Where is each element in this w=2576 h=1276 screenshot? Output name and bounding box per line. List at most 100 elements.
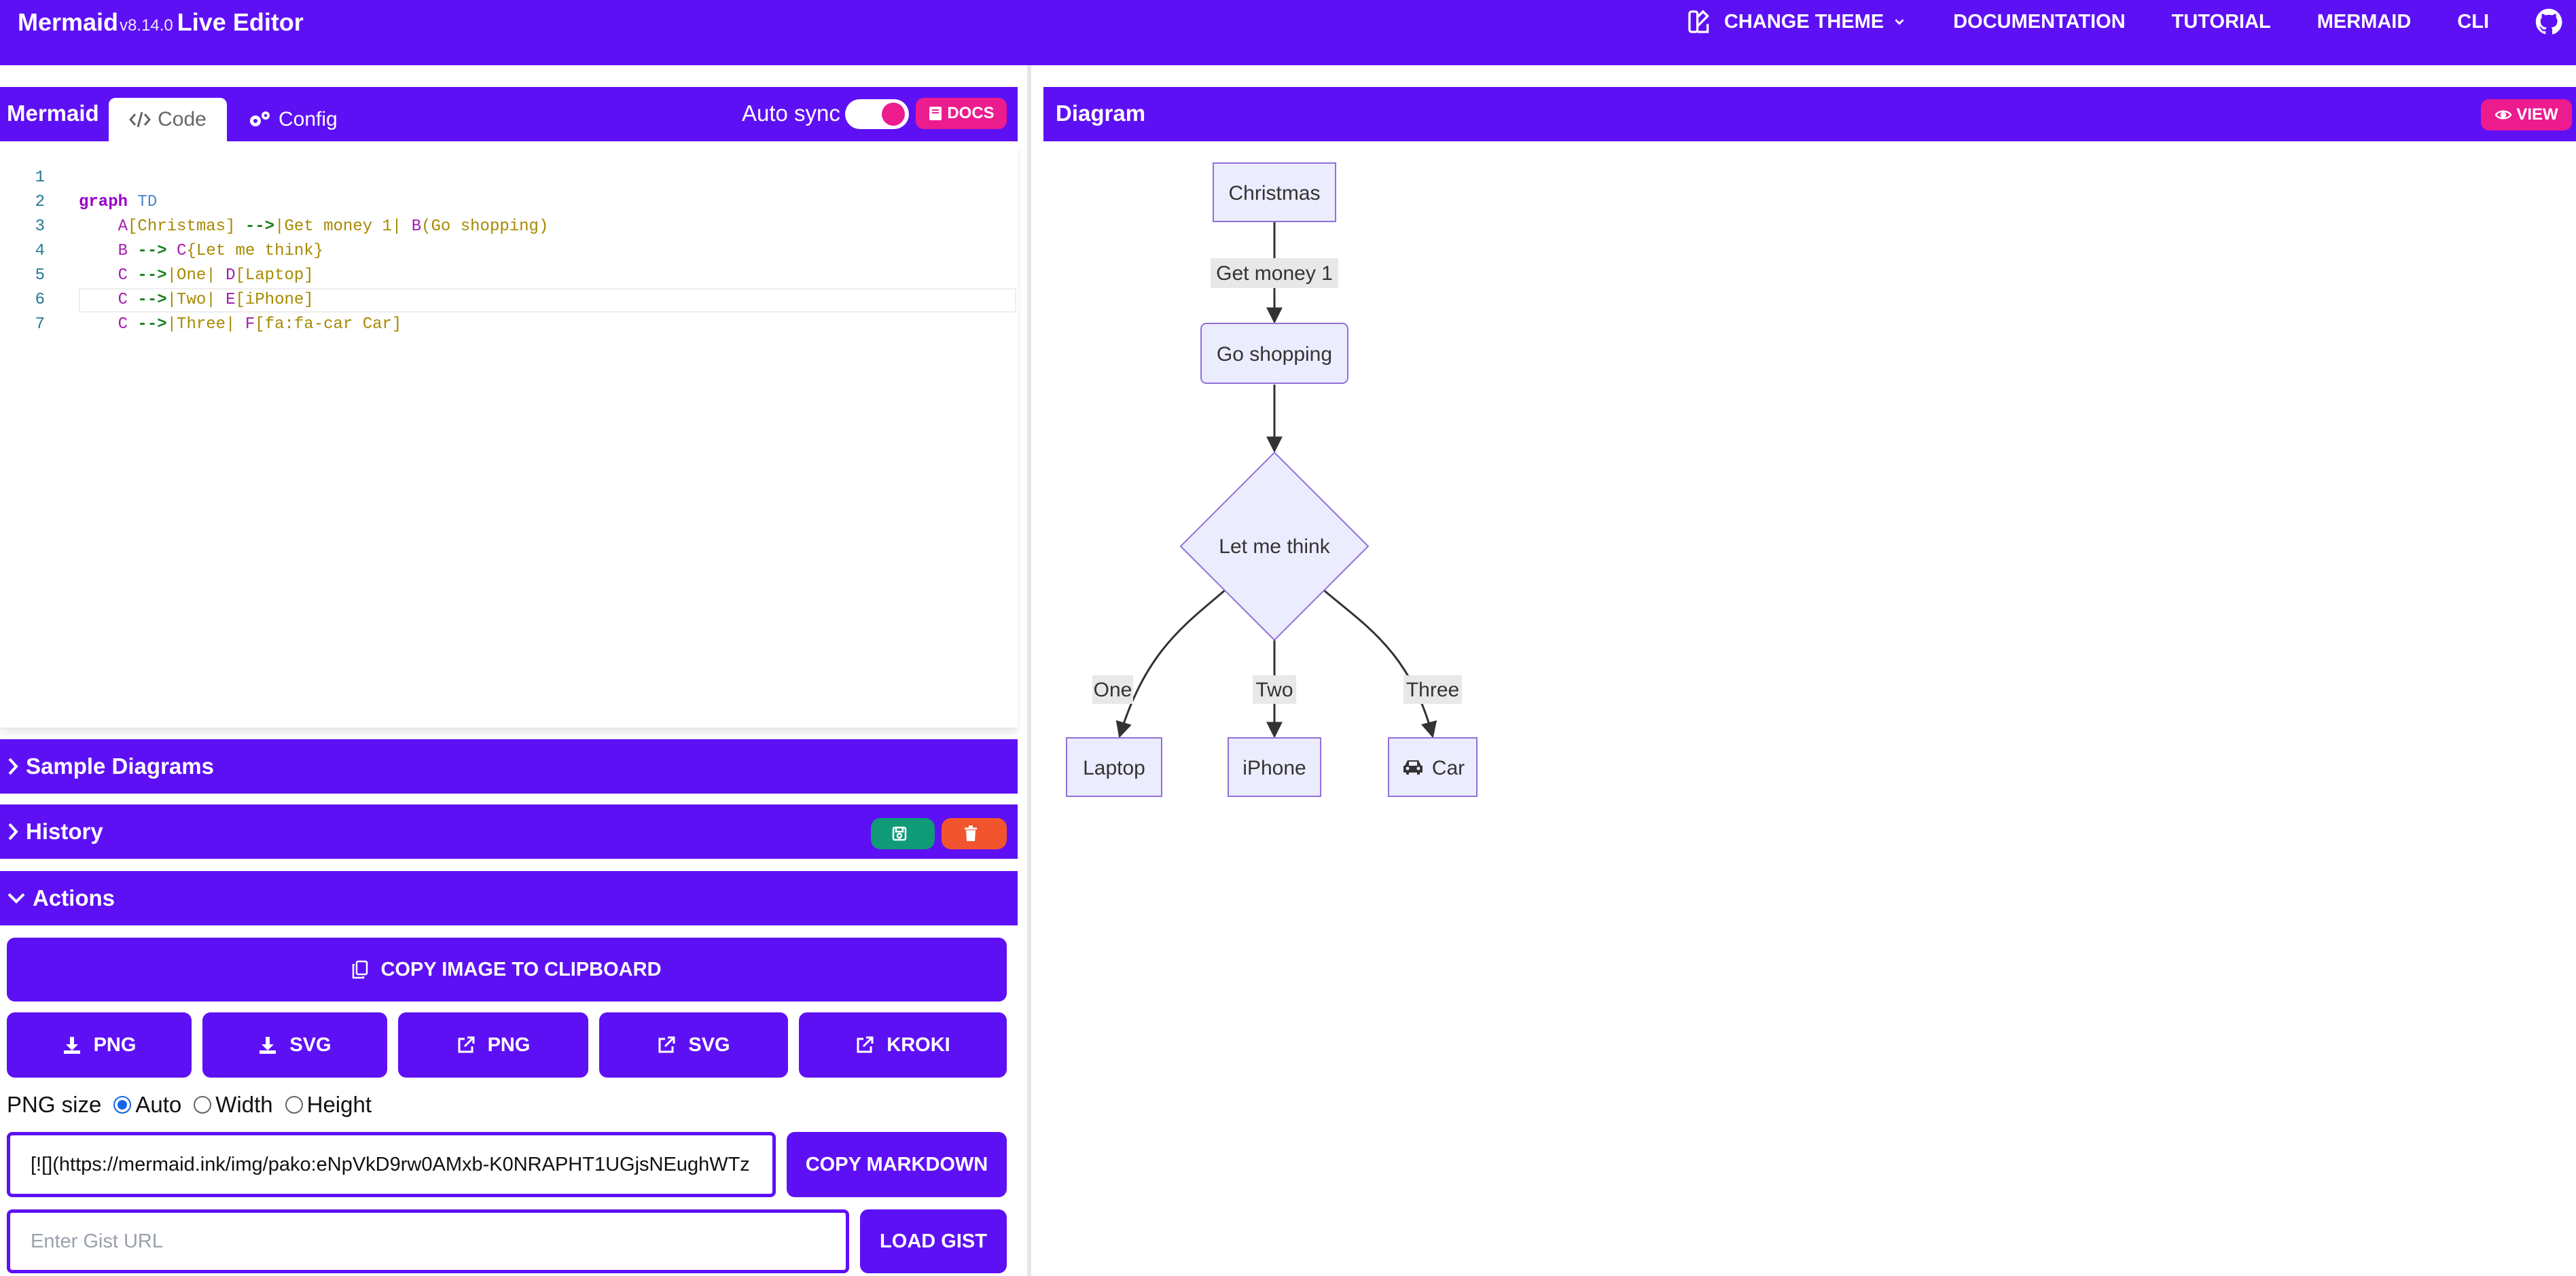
gist-url-input[interactable]: Enter Gist URL (7, 1209, 849, 1273)
png-size-options: PNG size Auto Width Height (7, 1091, 372, 1118)
github-icon (2535, 8, 2562, 35)
node-christmas[interactable]: Christmas (1213, 162, 1336, 222)
nav-links: CHANGE THEME DOCUMENTATION TUTORIAL MERM… (1686, 0, 2576, 43)
tab-config[interactable]: Config (247, 98, 338, 141)
chevron-right-icon (8, 758, 18, 775)
edge-think-laptop (1115, 588, 1226, 739)
png-size-label: PNG size (7, 1092, 102, 1117)
markdown-field[interactable]: [![](https://mermaid.ink/img/pako:eNpVkD… (7, 1132, 776, 1197)
node-laptop[interactable]: Laptop (1066, 737, 1162, 797)
line-number: 7 (35, 315, 45, 334)
edge-label-two-text: Two (1255, 679, 1293, 701)
edge-label-get-money: Get money 1 (1211, 258, 1338, 288)
node-christmas-label: Christmas (1228, 182, 1320, 205)
line-number: 3 (35, 217, 45, 236)
node-car-label: Car (1432, 757, 1465, 779)
open-svg-label: SVG (688, 1033, 730, 1056)
code-line-text: graph TD (79, 193, 158, 211)
diagram-header: Diagram VIEW (1043, 87, 2576, 141)
png-size-auto-label: Auto (135, 1092, 182, 1117)
gears-icon (250, 111, 270, 126)
diagram-title: Diagram (1056, 101, 1146, 126)
line-number: 4 (35, 242, 45, 260)
download-png-label: PNG (93, 1033, 137, 1056)
edge-think-car (1323, 588, 1437, 739)
node-car[interactable]: Car (1388, 737, 1478, 797)
github-link[interactable] (2535, 8, 2562, 35)
external-link-icon (458, 1036, 475, 1053)
png-size-height-label: Height (306, 1092, 372, 1117)
sample-diagrams-section[interactable]: Sample Diagrams (0, 739, 1018, 794)
brand-suffix: Live Editor (177, 8, 304, 36)
node-let-me-think[interactable]: Let me think (1179, 451, 1370, 641)
open-svg-button[interactable]: SVG (599, 1012, 788, 1078)
mermaid-link[interactable]: MERMAID (2316, 10, 2412, 33)
cli-link[interactable]: CLI (2457, 10, 2489, 33)
documentation-link[interactable]: DOCUMENTATION (1953, 10, 2126, 33)
line-number: 2 (35, 193, 45, 211)
copy-image-button[interactable]: COPY IMAGE TO CLIPBOARD (7, 938, 1007, 1002)
history-delete-button[interactable] (942, 818, 1007, 849)
node-iphone[interactable]: iPhone (1228, 737, 1321, 797)
node-laptop-label: Laptop (1083, 757, 1145, 779)
download-png-button[interactable]: PNG (7, 1012, 192, 1078)
history-section[interactable]: History (0, 804, 1018, 859)
code-line: 6 C -->|Three| F[fa:fa-car Car] (0, 264, 1018, 334)
chevron-down-icon (1895, 19, 1904, 25)
copy-image-label: COPY IMAGE TO CLIPBOARD (380, 958, 662, 980)
load-gist-button[interactable]: LOAD GIST (860, 1209, 1007, 1273)
code-line-text: C -->|Three| F[fa:fa-car Car] (118, 315, 402, 334)
view-label: VIEW (2516, 105, 2558, 124)
external-link-icon (857, 1036, 874, 1053)
code-line-text: C -->|One| D[Laptop] (118, 266, 314, 285)
download-svg-button[interactable]: SVG (202, 1012, 387, 1078)
node-let-me-think-label: Let me think (1219, 535, 1330, 558)
open-png-button[interactable]: PNG (398, 1012, 588, 1078)
actions-section[interactable]: Actions (0, 871, 1018, 925)
code-line: 7 (0, 288, 1018, 334)
brand-name: Mermaid (18, 8, 119, 36)
edge-label-three: Three (1403, 675, 1462, 704)
tutorial-link[interactable]: TUTORIAL (2171, 10, 2271, 33)
edge-label-one-text: One (1094, 679, 1132, 701)
panel-resize-divider[interactable] (1027, 65, 1031, 1276)
copy-icon (353, 960, 368, 979)
copy-markdown-button[interactable]: COPY MARKDOWN (787, 1132, 1007, 1197)
docs-label: DOCS (947, 104, 995, 122)
theme-icon (1688, 10, 1710, 33)
actions-label: Actions (33, 885, 115, 910)
editor-title: Mermaid (7, 101, 99, 126)
code-line: 1 graph TD (0, 141, 1018, 211)
png-size-height-radio[interactable] (285, 1096, 303, 1114)
code-line-text: A[Christmas] -->|Get money 1| B(Go shopp… (118, 217, 549, 236)
node-go-shopping[interactable]: Go shopping (1200, 323, 1348, 384)
node-iphone-label: iPhone (1242, 757, 1306, 779)
code-editor[interactable]: 1 graph TD 2 A[Christmas] -->|Get money … (0, 141, 1018, 728)
tab-code[interactable]: Code (109, 98, 227, 141)
line-number: 1 (35, 169, 45, 187)
chevron-right-icon (8, 823, 18, 840)
code-line-text: C -->|Two| E[iPhone] (118, 291, 314, 309)
edge-label-get-money-text: Get money 1 (1216, 262, 1333, 285)
code-line: 5 C -->|Two| E[iPhone] (0, 239, 1018, 309)
kroki-button[interactable]: KROKI (799, 1012, 1007, 1078)
trash-icon (965, 826, 977, 841)
change-theme-menu[interactable]: CHANGE THEME (1686, 8, 1907, 35)
save-icon (892, 826, 907, 841)
auto-sync-toggle[interactable] (845, 99, 909, 129)
line-number: 5 (35, 266, 45, 285)
view-button[interactable]: VIEW (2481, 99, 2572, 130)
external-link-icon (658, 1036, 675, 1053)
version-label: v8.14.0 (120, 16, 173, 35)
tab-config-label: Config (279, 108, 338, 130)
history-label: History (26, 819, 103, 844)
docs-button[interactable]: DOCS (916, 98, 1007, 129)
png-size-width-radio[interactable] (194, 1096, 212, 1114)
diagram-canvas[interactable]: Get money 1 One Two Three Christmas Go s… (1043, 141, 2576, 1276)
sample-diagrams-label: Sample Diagrams (26, 754, 214, 779)
png-size-auto-radio[interactable] (113, 1096, 132, 1114)
tab-code-label: Code (158, 108, 207, 130)
history-save-button[interactable] (871, 818, 935, 849)
